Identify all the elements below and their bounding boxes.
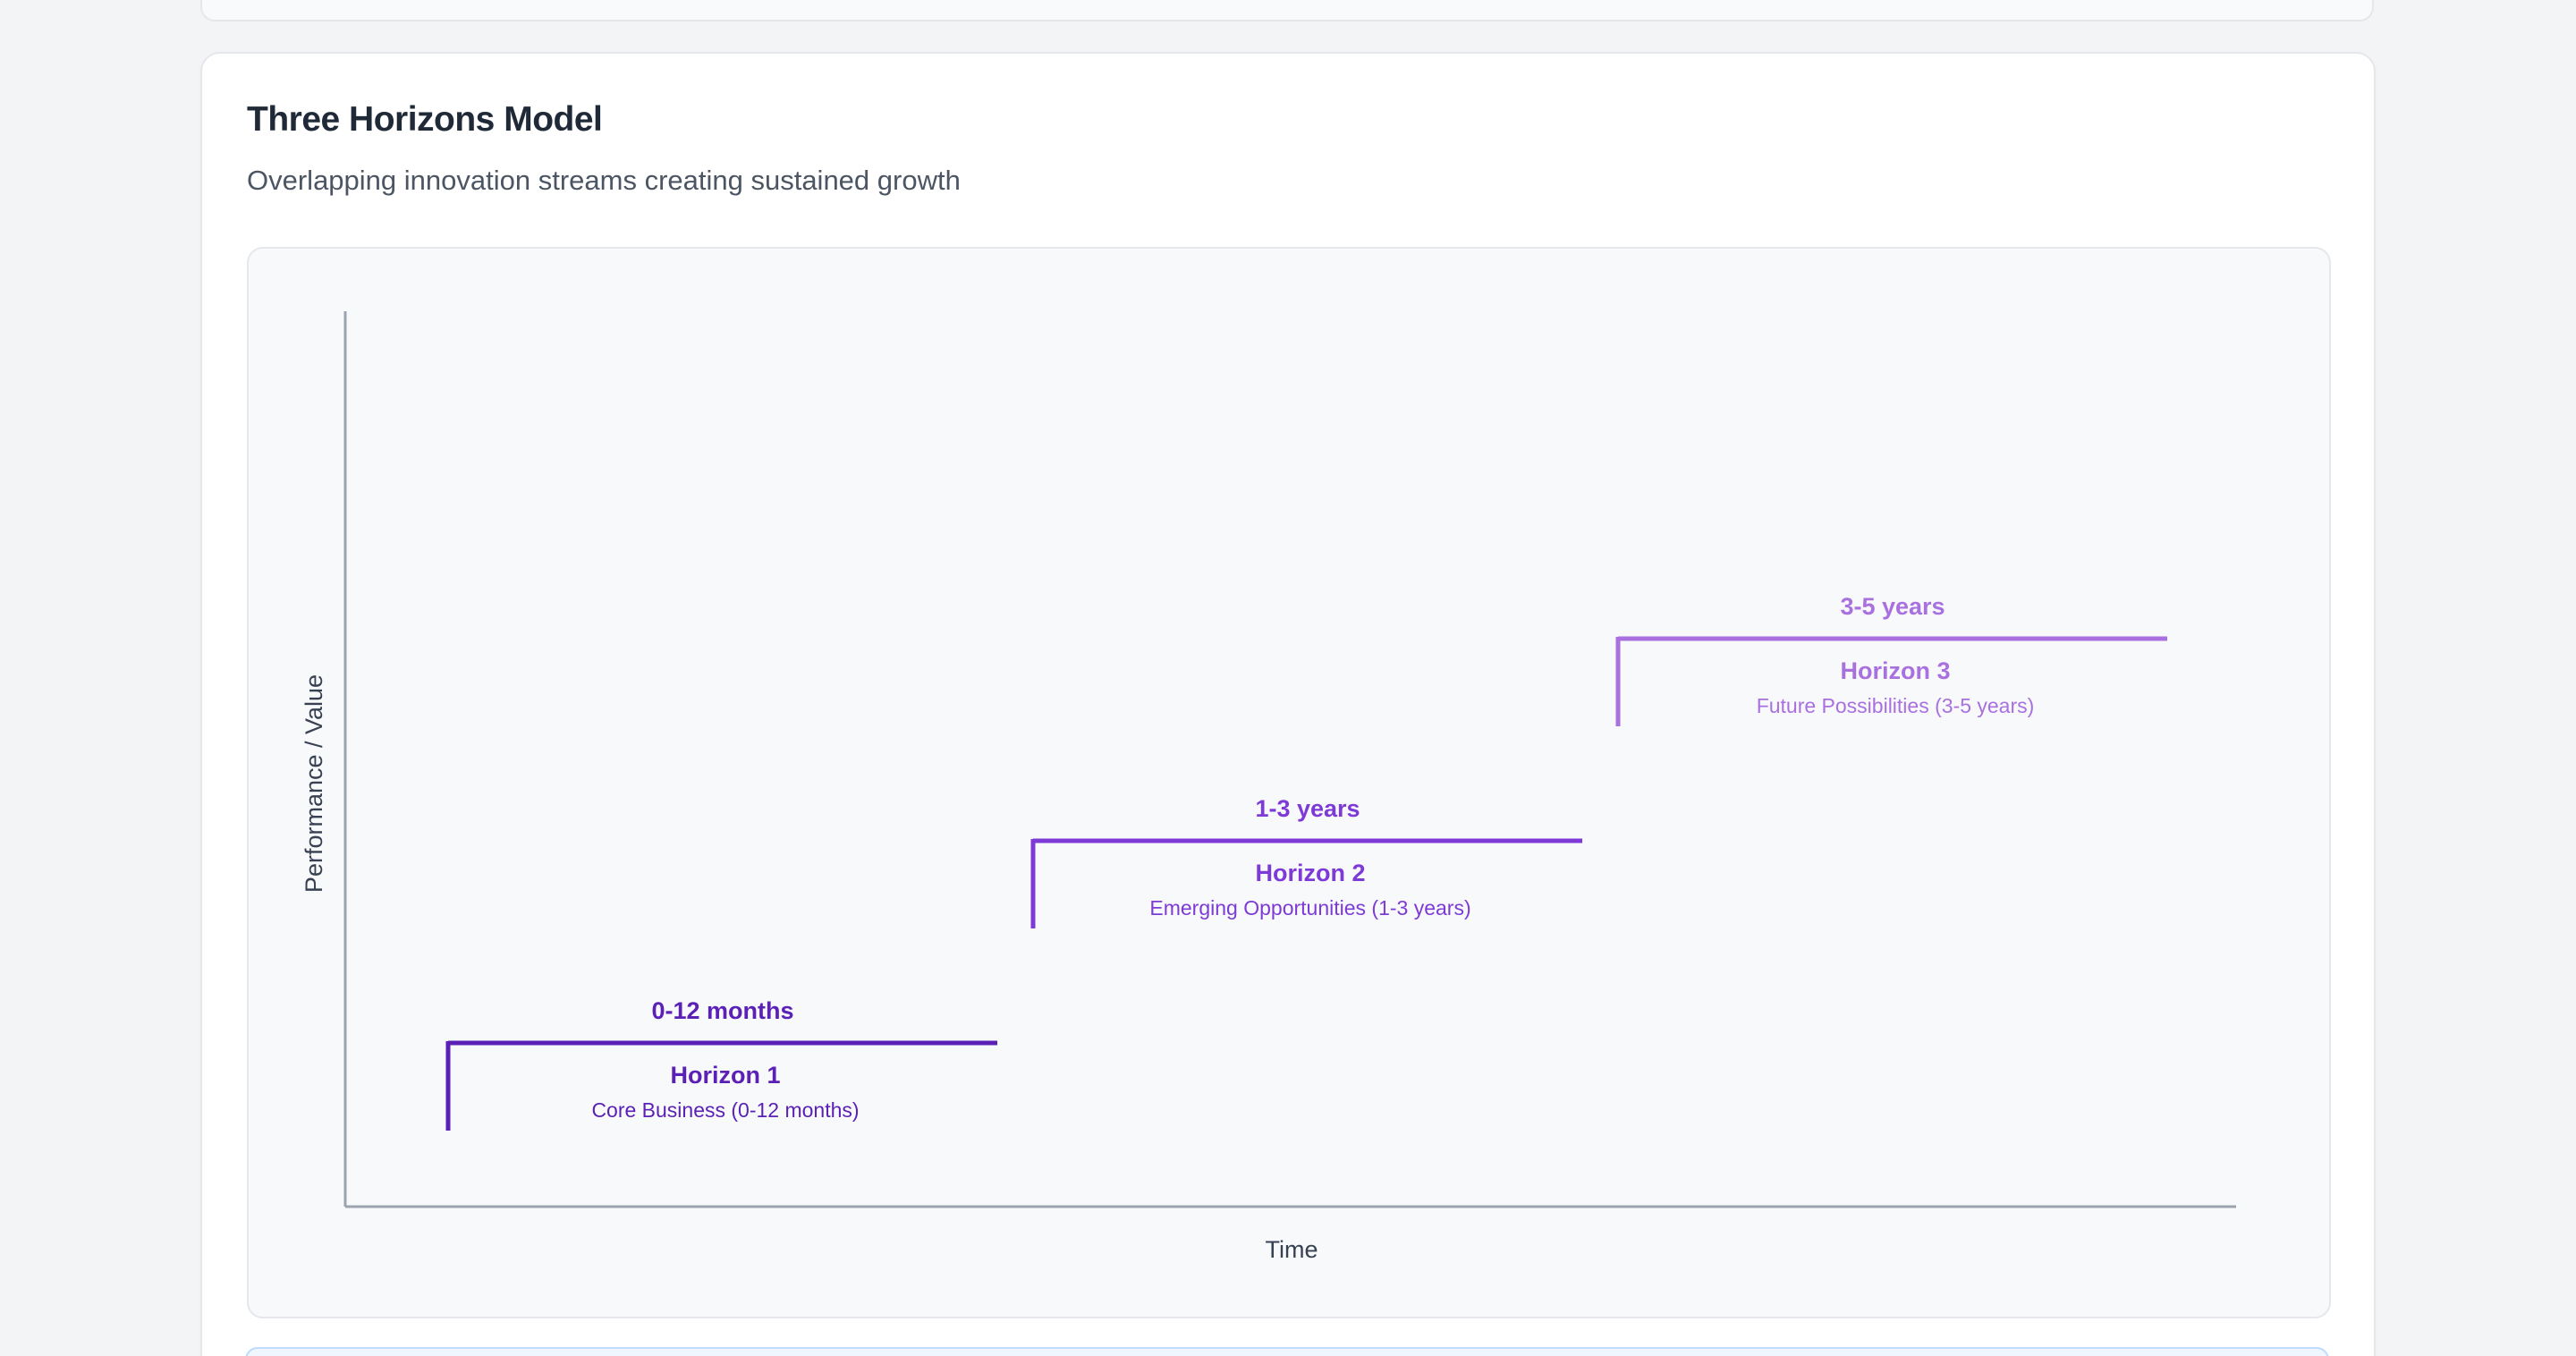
card-title: Three Horizons Model — [247, 100, 603, 139]
card-subtitle: Overlapping innovation streams creating … — [247, 165, 961, 196]
horizon-1-name: Horizon 1 — [670, 1062, 780, 1089]
horizon-2-description: Emerging Opportunities (1-3 years) — [1149, 896, 1470, 920]
next-card — [245, 1347, 2329, 1356]
horizon-1-description: Core Business (0-12 months) — [591, 1098, 859, 1122]
horizon-3-description: Future Possibilities (3-5 years) — [1757, 694, 2035, 717]
previous-card — [200, 0, 2374, 21]
three-horizons-card: Three Horizons Model Overlapping innovat… — [200, 52, 2376, 1356]
horizon-3-timeframe: 3-5 years — [1840, 593, 1945, 620]
horizon-2-timeframe: 1-3 years — [1255, 795, 1360, 822]
y-axis-label: Performance / Value — [301, 674, 327, 893]
horizon-1-timeframe: 0-12 months — [651, 997, 793, 1024]
horizon-2-name: Horizon 2 — [1255, 860, 1365, 886]
three-horizons-diagram: Time Performance / Value 0-12 monthsHori… — [301, 311, 2236, 1263]
horizon-3-name: Horizon 3 — [1840, 657, 1950, 684]
x-axis-label: Time — [1266, 1236, 1318, 1263]
